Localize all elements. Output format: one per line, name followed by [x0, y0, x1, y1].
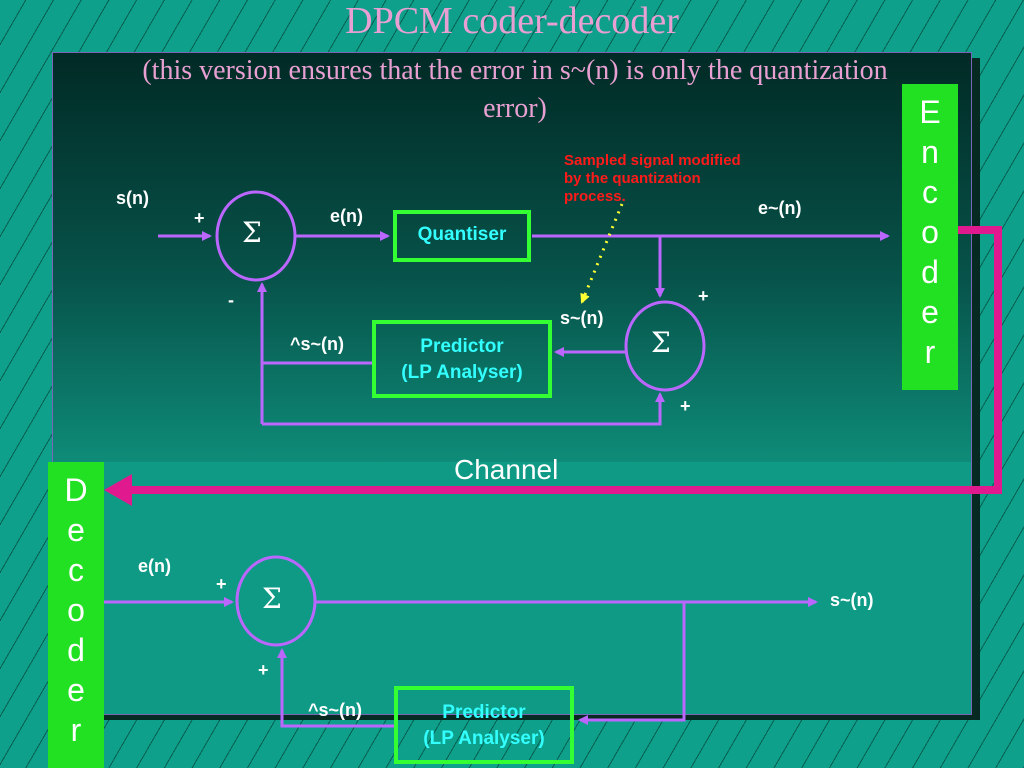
- enc-summer-2-sigma: Σ: [651, 326, 671, 359]
- channel-label: Channel: [454, 454, 559, 485]
- dec-predictor-out-line: [277, 648, 394, 728]
- channel-arrowhead: [104, 474, 132, 506]
- decoder-letter: e: [67, 672, 85, 708]
- decoder-letter: D: [64, 472, 88, 508]
- dec-predictor-line1: Predictor: [442, 702, 526, 723]
- enc-summer-1-circle: [215, 190, 297, 282]
- enc-error-label: e(n): [330, 206, 363, 226]
- encoder-letter: E: [919, 94, 941, 130]
- encoder-letter: o: [921, 214, 939, 250]
- dec-feedback-line: [578, 602, 686, 725]
- quantiser-label: Quantiser: [417, 224, 507, 245]
- dec-prediction-label: ^s~(n): [308, 700, 363, 720]
- note-arrow: [580, 203, 624, 304]
- enc-sum1-plus-sign: +: [194, 208, 205, 228]
- enc-predictor-box: Predictor (LP Analyser): [372, 320, 552, 398]
- quantization-note: Sampled signal modified by the quantizat…: [564, 152, 741, 205]
- dec-summer-sigma: Σ: [262, 582, 282, 615]
- enc-sum2-plus-bottom-sign: +: [680, 396, 691, 416]
- enc-loop-bottom-line: [262, 392, 665, 426]
- decoder-label: D e c o d e r: [48, 462, 104, 768]
- decoder-letter: c: [68, 552, 84, 588]
- slide-subtitle: (this version ensures that the error in …: [142, 55, 888, 124]
- dec-input-label: e(n): [138, 556, 171, 576]
- encoder-letter: n: [921, 134, 939, 170]
- enc-summer-2-circle: [624, 300, 706, 392]
- quantiser-box: Quantiser: [393, 210, 531, 262]
- dec-plus-bottom-sign: +: [258, 660, 269, 680]
- dec-predictor-box: Predictor (LP Analyser): [394, 686, 574, 764]
- decoder-letter: r: [70, 712, 82, 748]
- dec-output-label: s~(n): [830, 590, 874, 610]
- enc-recon-label: s~(n): [560, 308, 604, 328]
- enc-sum2-plus-top-sign: +: [698, 286, 709, 306]
- encoder-letter: e: [921, 294, 939, 330]
- decoder-letter: e: [67, 512, 85, 548]
- decoder-letter: d: [67, 632, 85, 668]
- encoder-letter: c: [922, 174, 938, 210]
- enc-input-label: s(n): [116, 188, 149, 208]
- enc-predictor-line1: Predictor: [420, 336, 504, 357]
- enc-predictor-line2: (LP Analyser): [401, 362, 523, 383]
- enc-sum1-minus-sign: -: [228, 290, 234, 310]
- encoder-letter: r: [924, 334, 936, 370]
- enc-prediction-label: ^s~(n): [290, 334, 345, 354]
- encoder-label: E n c o d e r: [902, 84, 958, 390]
- channel-line: [128, 226, 1002, 494]
- dec-summer-circle: [235, 555, 317, 647]
- enc-output-label: e~(n): [758, 198, 802, 218]
- enc-summer-1-sigma: Σ: [242, 216, 262, 249]
- dec-predictor-line2: (LP Analyser): [423, 728, 545, 749]
- decoder-letter: o: [67, 592, 85, 628]
- encoder-letter: d: [921, 254, 939, 290]
- slide-title: DPCM coder-decoder: [345, 0, 679, 42]
- dec-plus-top-sign: +: [216, 574, 227, 594]
